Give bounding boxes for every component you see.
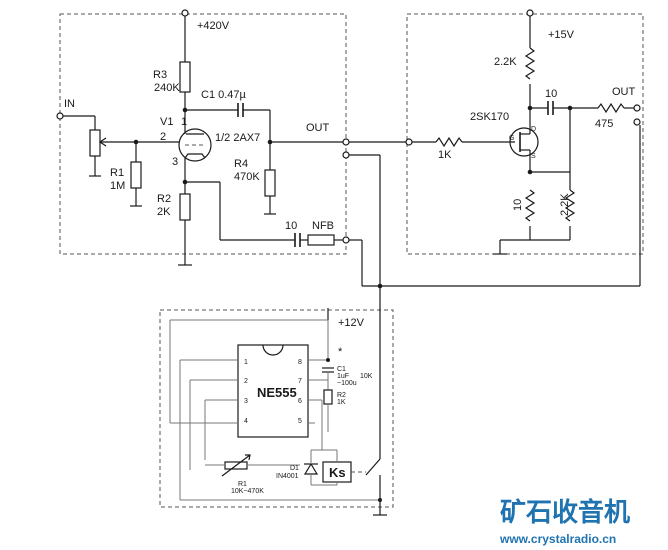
tube-out-terminal-2 [342, 151, 350, 159]
adjust-star: * [338, 346, 343, 358]
tube-type-label: 1/2 2AX7 [215, 132, 260, 144]
r4-value: 470K [234, 171, 260, 183]
pot-value: 10K [360, 373, 373, 380]
source-cap-label: 10 [512, 199, 524, 211]
r3-value: 240K [154, 82, 180, 94]
resistor-r2 [179, 193, 191, 221]
relay-contact [365, 458, 381, 476]
watermark-url: www.crystalradio.cn [499, 532, 616, 546]
r1-timer-label: R1 [238, 481, 247, 488]
ic-label: NE555 [257, 385, 297, 400]
d1-label: D1 [290, 465, 299, 472]
pin-3: 3 [244, 398, 248, 405]
diode-d1 [303, 462, 319, 475]
pin-7: 7 [298, 378, 302, 385]
cap-c1-label: C1 [337, 366, 346, 373]
r4-label: R4 [234, 158, 248, 170]
pin-2: 2 [244, 378, 248, 385]
r1-label: R1 [110, 167, 124, 179]
input-terminal [56, 112, 64, 120]
nfb-label: NFB [312, 220, 334, 232]
r2-label: R2 [157, 193, 171, 205]
pot-wiper [98, 137, 107, 147]
timing-resistor-r2 [323, 389, 333, 405]
watermark-title: 矿石收音机 [500, 497, 630, 528]
r2-timer-label: R2 [337, 392, 346, 399]
r2-timer-value: 1K [337, 399, 346, 406]
fet-in-terminal [405, 138, 413, 146]
tube-cathode [184, 153, 206, 159]
tube-supply-label: +420V [197, 20, 230, 32]
fet-supply-terminal [526, 9, 534, 17]
fet-2sk170 [509, 127, 539, 157]
fet-out-terminal-2 [633, 118, 641, 126]
pin-4: 4 [244, 418, 248, 425]
tube-stage-box [59, 13, 347, 255]
input-label: IN [64, 98, 75, 110]
v1-label: V1 [160, 116, 173, 128]
timer-supply-label: +12V [338, 317, 365, 329]
pin-5: 5 [298, 418, 302, 425]
drain-res-label: 2.2K [494, 56, 517, 68]
nfb-resistor [307, 234, 335, 246]
output-resistor [597, 102, 625, 114]
pin-1: 1 [244, 359, 248, 366]
cap-c1-range: ~100u [337, 380, 357, 387]
r1-value: 1M [110, 180, 125, 192]
tube-out-terminal [342, 138, 350, 146]
resistor-r1 [130, 161, 142, 189]
gate-resistor [435, 136, 463, 148]
relay-label: Ks [329, 465, 346, 480]
source-capacitor-resistor [524, 189, 536, 222]
out-res-label: 475 [595, 118, 613, 130]
fet-out-terminal [633, 104, 641, 112]
supply-terminal [181, 9, 189, 17]
fet-supply-label: +15V [548, 29, 575, 41]
fb-cap-label: 10 [285, 220, 297, 232]
cap-c1-value: 1uF [337, 373, 349, 380]
drain-pin-label: D [531, 126, 536, 133]
ic-notch [262, 344, 284, 356]
input-potentiometer [89, 129, 101, 157]
r1-timer-value: 10K~470K [231, 488, 264, 495]
pin-8: 8 [298, 359, 302, 366]
out-cap-label: 10 [545, 88, 557, 100]
source-pin-label: S [531, 153, 536, 160]
resistor-r3 [179, 61, 191, 93]
drain-resistor [524, 47, 536, 80]
fet-type-label: 2SK170 [470, 111, 509, 123]
gate-res-label: 1K [438, 149, 452, 161]
source-res-label: 2.2K [559, 193, 571, 216]
d1-part: IN4001 [276, 473, 299, 480]
r3-label: R3 [153, 69, 167, 81]
ne555-ic [237, 344, 309, 438]
source-resistor [564, 189, 576, 222]
pin-6: 6 [298, 398, 302, 405]
pin3-label: 3 [172, 156, 178, 168]
r2-value: 2K [157, 206, 171, 218]
tube-v1 [178, 128, 212, 162]
nfb-terminal [342, 236, 350, 244]
timer-box [159, 309, 394, 508]
pin2-label: 2 [160, 131, 166, 143]
fet-out-label: OUT [612, 86, 636, 98]
gate-pin-label: G [509, 135, 514, 142]
resistor-r4 [264, 169, 276, 197]
pin1-label: 1 [181, 116, 187, 128]
tube-out-label: OUT [306, 122, 330, 134]
c1-label: C1 0.47µ [201, 89, 247, 101]
